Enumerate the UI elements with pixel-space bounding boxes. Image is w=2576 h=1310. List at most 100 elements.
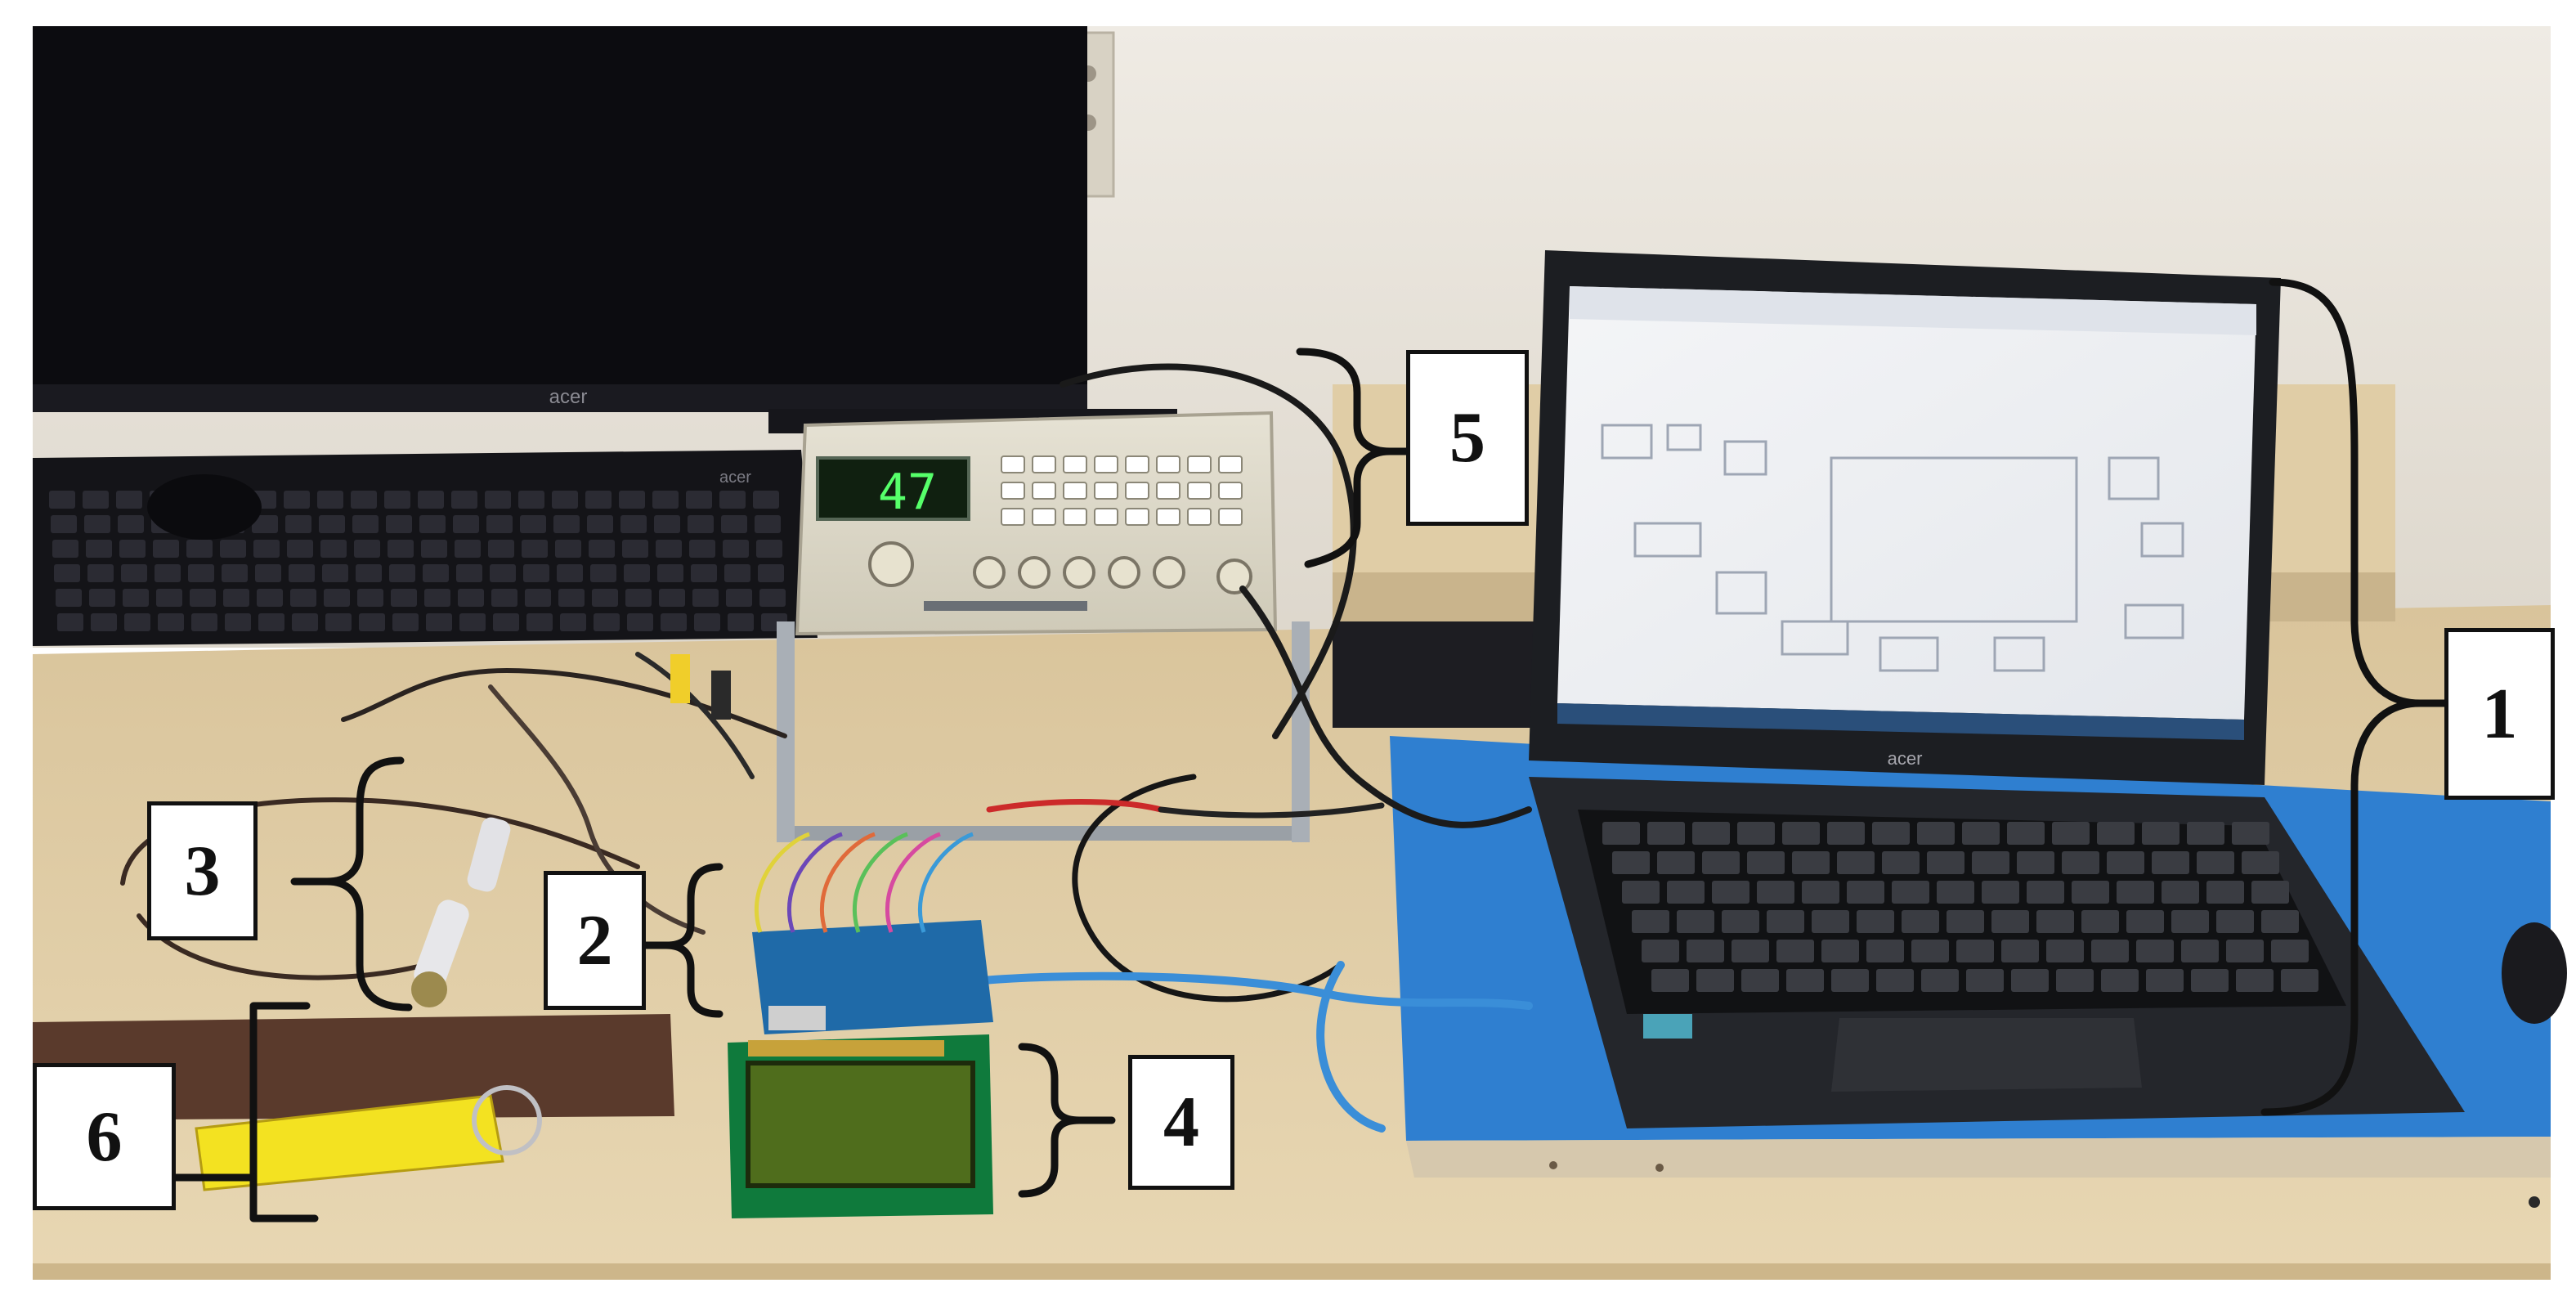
laptop-key <box>2206 881 2244 904</box>
keyboard-key <box>587 515 613 533</box>
laptop-key <box>2242 851 2279 874</box>
keyboard-key <box>223 589 249 607</box>
arduino-board <box>752 832 993 1034</box>
keyboard-key <box>526 613 553 631</box>
laptop-key <box>1882 851 1920 874</box>
keyboard: acer <box>33 450 818 646</box>
keyboard-key <box>518 491 544 509</box>
laptop-key <box>1732 940 1769 962</box>
generator-knob <box>1216 559 1252 594</box>
keyboard-key <box>290 589 316 607</box>
callout-1: 1 <box>2444 628 2555 800</box>
laptop-key <box>2107 851 2144 874</box>
laptop-key <box>1837 851 1875 874</box>
keyboard-key <box>119 540 146 558</box>
callout-2: 2 <box>544 871 646 1010</box>
keyboard-key <box>691 564 717 582</box>
keyboard-key <box>84 515 110 533</box>
generator-button <box>1063 482 1087 500</box>
screen-diagram-block <box>1830 456 2078 623</box>
laptop-key <box>1956 940 1994 962</box>
yellow-keytag <box>195 1085 542 1191</box>
laptop: acer <box>1529 250 2465 1128</box>
laptop-key <box>2011 969 2049 992</box>
generator-knob <box>973 556 1006 589</box>
keyboard-key <box>590 564 616 582</box>
laptop-brand-text: acer <box>1888 748 1923 769</box>
generator-knob <box>868 541 914 587</box>
laptop-key <box>2271 940 2309 962</box>
keyboard-key <box>753 491 779 509</box>
keyboard-key <box>51 515 77 533</box>
keyboard-key <box>158 613 184 631</box>
keyboard-key <box>686 491 712 509</box>
laptop-key <box>2146 969 2184 992</box>
generator-button <box>1218 482 1243 500</box>
callout-6: 6 <box>33 1063 176 1210</box>
keyboard-key <box>558 589 585 607</box>
laptop-key <box>2181 940 2219 962</box>
keyboard-key <box>451 491 477 509</box>
generator-display-text: 47 <box>878 464 937 521</box>
laptop-key <box>2101 969 2139 992</box>
probes <box>411 654 731 1007</box>
keyboard-key <box>456 564 482 582</box>
keyboard-key <box>493 613 519 631</box>
keyboard-key <box>319 515 345 533</box>
laptop-key <box>1831 969 1869 992</box>
brown-strip <box>33 1014 674 1120</box>
keyboard-key <box>317 491 343 509</box>
keyboard-key <box>624 564 650 582</box>
laptop-key <box>1917 822 1955 845</box>
laptop-key <box>1767 910 1804 933</box>
keyboard-key <box>694 613 720 631</box>
laptop-key <box>1647 822 1685 845</box>
keyboard-brand-text: acer <box>719 469 751 487</box>
keyboard-key <box>560 613 586 631</box>
laptop-key <box>2052 822 2090 845</box>
laptop-key <box>1786 969 1824 992</box>
keyboard-key <box>424 589 450 607</box>
keyboard-key <box>491 589 517 607</box>
generator-button <box>1032 482 1056 500</box>
mouse <box>147 474 262 540</box>
laptop-key <box>1782 822 1820 845</box>
callout-3: 3 <box>147 801 258 940</box>
keyboard-key <box>258 613 284 631</box>
laptop-key <box>2251 881 2289 904</box>
laptop-key <box>1651 969 1689 992</box>
generator-button <box>1001 508 1025 526</box>
generator-knob <box>1108 556 1140 589</box>
keyboard-key <box>421 540 447 558</box>
keyboard-key <box>320 540 347 558</box>
screen-diagram-block <box>1781 620 1849 656</box>
generator-button <box>1001 482 1025 500</box>
laptop-key <box>2017 851 2054 874</box>
brackets <box>172 278 2448 1223</box>
laptop-key <box>2072 881 2109 904</box>
laptop-key <box>2236 969 2274 992</box>
lcd-module <box>728 1034 993 1218</box>
laptop-key <box>1622 881 1660 904</box>
laptop-key <box>1911 940 1949 962</box>
keyboard-key <box>555 540 581 558</box>
laptop-key <box>1802 881 1839 904</box>
laptop-key <box>2191 969 2229 992</box>
keyboard-key <box>594 613 620 631</box>
keyboard-key <box>322 564 348 582</box>
screen-diagram-block <box>2140 522 2184 558</box>
laptop-key <box>1902 910 1939 933</box>
laptop-key <box>1962 822 2000 845</box>
generator-knob <box>1153 556 1185 589</box>
generator-button <box>1125 482 1149 500</box>
generator-button <box>1187 482 1212 500</box>
generator-button <box>1032 508 1056 526</box>
keyboard-key <box>726 589 752 607</box>
keyboard-key <box>49 491 75 509</box>
keyboard-key <box>389 564 415 582</box>
keyboard-key <box>627 613 653 631</box>
keyboard-key <box>657 564 683 582</box>
keyboard-key <box>758 564 784 582</box>
keyboard-key <box>520 515 546 533</box>
laptop-key <box>1866 940 1904 962</box>
